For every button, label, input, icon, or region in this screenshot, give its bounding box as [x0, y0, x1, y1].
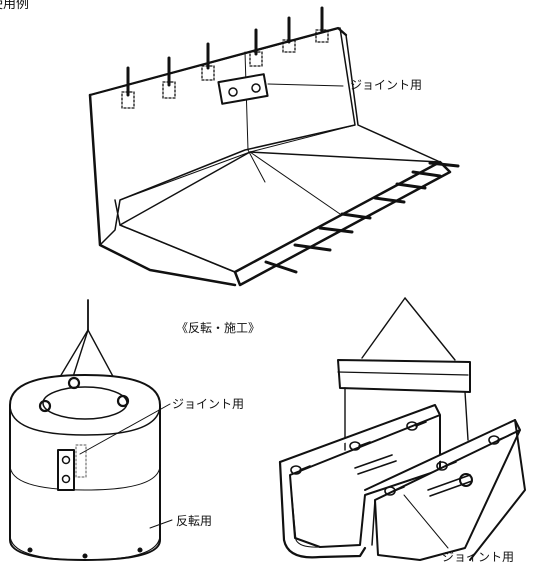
anchor-bolt-icon — [488, 435, 509, 445]
wall-right-end — [337, 27, 441, 163]
anchor-bolt-icon — [436, 461, 457, 471]
lifting-beam-icon — [337, 359, 471, 393]
u-channel-structure — [278, 297, 526, 561]
joint-plate — [217, 73, 344, 105]
anchor-bolt-icon — [315, 6, 329, 43]
eye-bolt-icon — [116, 394, 130, 408]
anchor-bolt-icon — [162, 56, 176, 99]
anchor-bolt-icon — [282, 16, 296, 53]
anchor-bolt-icon — [406, 421, 427, 431]
cylinder-structure — [9, 299, 173, 561]
joint-label-right: ジョイント用 — [442, 550, 515, 564]
joint-seam-wall — [244, 51, 249, 151]
flip-label: 反転用 — [176, 514, 213, 528]
anchor-bolt-icon — [249, 28, 263, 67]
anchor-bolt-icon — [201, 42, 215, 81]
eye-bolt-icon — [67, 376, 81, 390]
section-title: 《反転・施工》 — [176, 321, 261, 335]
anchor-bolt-icon — [340, 212, 372, 220]
base-slab-bolts — [264, 161, 460, 274]
anchor-bolt-icon — [384, 486, 405, 496]
anchor-bolt-icon — [395, 182, 427, 190]
anchor-bolt-icon — [428, 161, 460, 168]
joint-label-top: ジョイント用 — [350, 78, 423, 92]
anchor-bolt-icon — [121, 66, 135, 109]
channel-joint-bolt — [354, 454, 473, 497]
anchor-bolt-icon — [373, 196, 406, 204]
wall-top-anchor-bolts — [121, 6, 329, 109]
base-slab-front — [233, 160, 452, 287]
anchor-bolt-icon — [290, 465, 311, 475]
joint-label-left: ジョイント用 — [172, 397, 245, 411]
l-shaped-retaining-wall — [88, 26, 452, 287]
joint-seam-haunch — [247, 149, 266, 183]
anchor-bolt-icon — [411, 170, 442, 178]
joint-seam-base — [249, 151, 341, 215]
anchor-bolt-icon — [318, 226, 354, 234]
eye-bolt-icon — [38, 399, 52, 413]
cylinder-joint-plate — [57, 444, 87, 491]
page-header: 使用例 — [0, 0, 30, 12]
anchor-bolt-icon — [264, 260, 298, 274]
wall-front-face — [89, 27, 356, 246]
wall-left-edge — [88, 93, 237, 287]
anchor-bolt-icon — [349, 441, 371, 451]
anchor-bolt-icon — [293, 243, 332, 252]
